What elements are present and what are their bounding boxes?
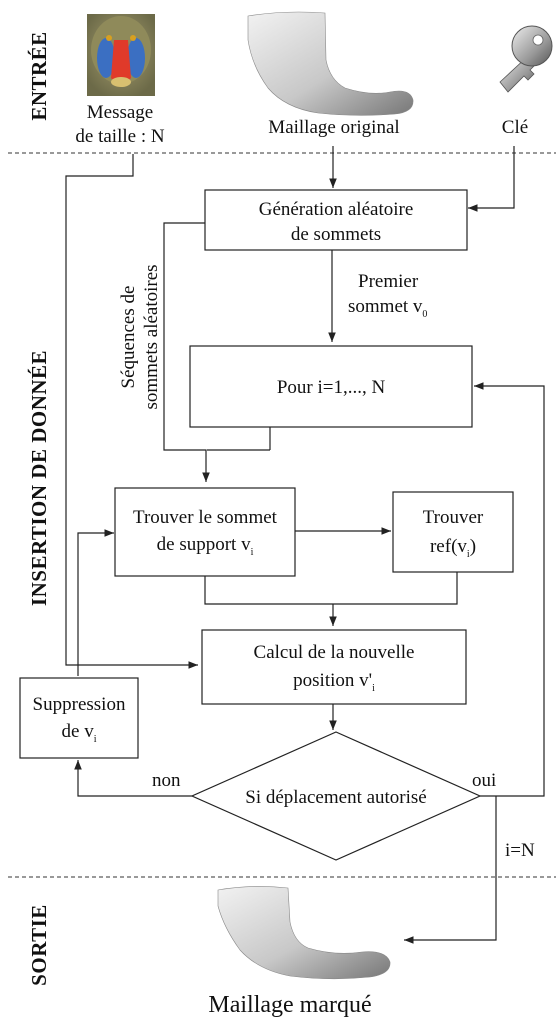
key-label: Clé [502,117,528,138]
decision-label: Si déplacement autorisé [245,787,427,808]
box-find-ref [392,491,514,573]
decision-diamond [190,731,482,861]
find-support-line1: Trouver le sommet [133,507,278,528]
line-merge-to-calc [204,572,458,605]
box-random-generation [204,189,468,251]
box-loop [189,345,473,428]
arrow-end-to-output [404,796,497,944]
arrow-decision-yes [474,382,545,797]
find-support-line2: de support vi [157,534,254,558]
mandrill-image-icon [87,14,155,96]
arrow-sequences-to-support [163,222,210,482]
marked-shoe-last-mesh-icon [217,886,391,980]
edge-label-yes: oui [472,770,496,791]
first-vertex-line1: Premier [358,271,419,292]
arrow-message-to-calc [65,154,198,669]
sequences-label-line2: sommets aléatoires [141,264,162,409]
arrow-decision-no [74,760,192,797]
box-calc-position [201,629,467,705]
suppression-line1: Suppression [33,694,126,715]
random-generation-line2: de sommets [291,224,381,245]
section-output-title: SORTIE [27,904,51,986]
sequences-label-line1: Séquences de [118,286,139,389]
random-generation-line1: Génération aléatoire [259,199,414,220]
find-ref-line2: ref(vi) [430,536,476,560]
box-suppression [19,677,139,759]
find-ref-line1: Trouver [423,507,484,528]
mesh-label: Maillage original [268,117,399,138]
calc-position-line1: Calcul de la nouvelle [254,642,415,663]
output-label: Maillage marqué [208,992,371,1018]
box-find-support [114,487,296,577]
key-icon [499,25,553,93]
message-label-line1: Message [87,102,153,123]
calc-position-line2: position v'i [293,670,375,694]
arrow-suppression-to-support [77,529,114,676]
shoe-last-mesh-icon [247,11,414,116]
section-insertion-title: INSERTION DE DONNÉE [27,350,51,606]
section-input-title: ENTRÉE [27,31,51,120]
message-label-line2: de taille : N [75,126,164,147]
suppression-line2: de vi [62,721,97,745]
edge-label-no: non [152,770,181,791]
edge-label-end: i=N [505,840,535,861]
first-vertex-line2: sommet v0 [348,296,427,320]
arrow-key-to-generation [468,146,515,212]
loop-label: Pour i=1,..., N [277,377,386,398]
